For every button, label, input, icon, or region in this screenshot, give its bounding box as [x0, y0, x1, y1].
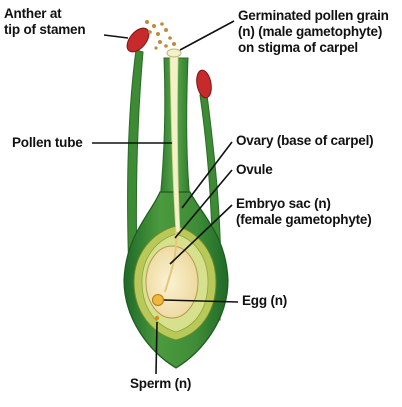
label-pollen-grain-line3: on stigma of carpel: [238, 40, 389, 56]
germinated-pollen-grain: [167, 49, 181, 57]
label-pollen-grain-line1: Germinated pollen grain: [238, 8, 389, 24]
embryo-sac: [146, 246, 198, 318]
label-embryo-sac-line1: Embryo sac (n): [236, 196, 372, 212]
label-ovary: Ovary (base of carpel): [236, 133, 373, 149]
label-pollen-tube: Pollen tube: [12, 135, 83, 151]
label-anther: Anther at tip of stamen: [4, 6, 85, 38]
label-embryo-sac-line2: (female gametophyte): [236, 212, 372, 228]
label-sperm: Sperm (n): [130, 376, 191, 392]
label-ovule: Ovule: [236, 162, 273, 178]
label-pollen-grain: Germinated pollen grain (n) (male gameto…: [238, 8, 389, 56]
right-anther: [195, 69, 214, 99]
label-pollen-grain-line2: (n) (male gametophyte): [238, 24, 389, 40]
label-egg: Egg (n): [242, 293, 287, 309]
sperm: [155, 316, 159, 320]
label-embryo-sac: Embryo sac (n) (female gametophyte): [236, 196, 372, 228]
label-anther-line2: tip of stamen: [4, 22, 85, 38]
label-anther-line1: Anther at: [4, 6, 85, 22]
egg: [153, 295, 164, 306]
